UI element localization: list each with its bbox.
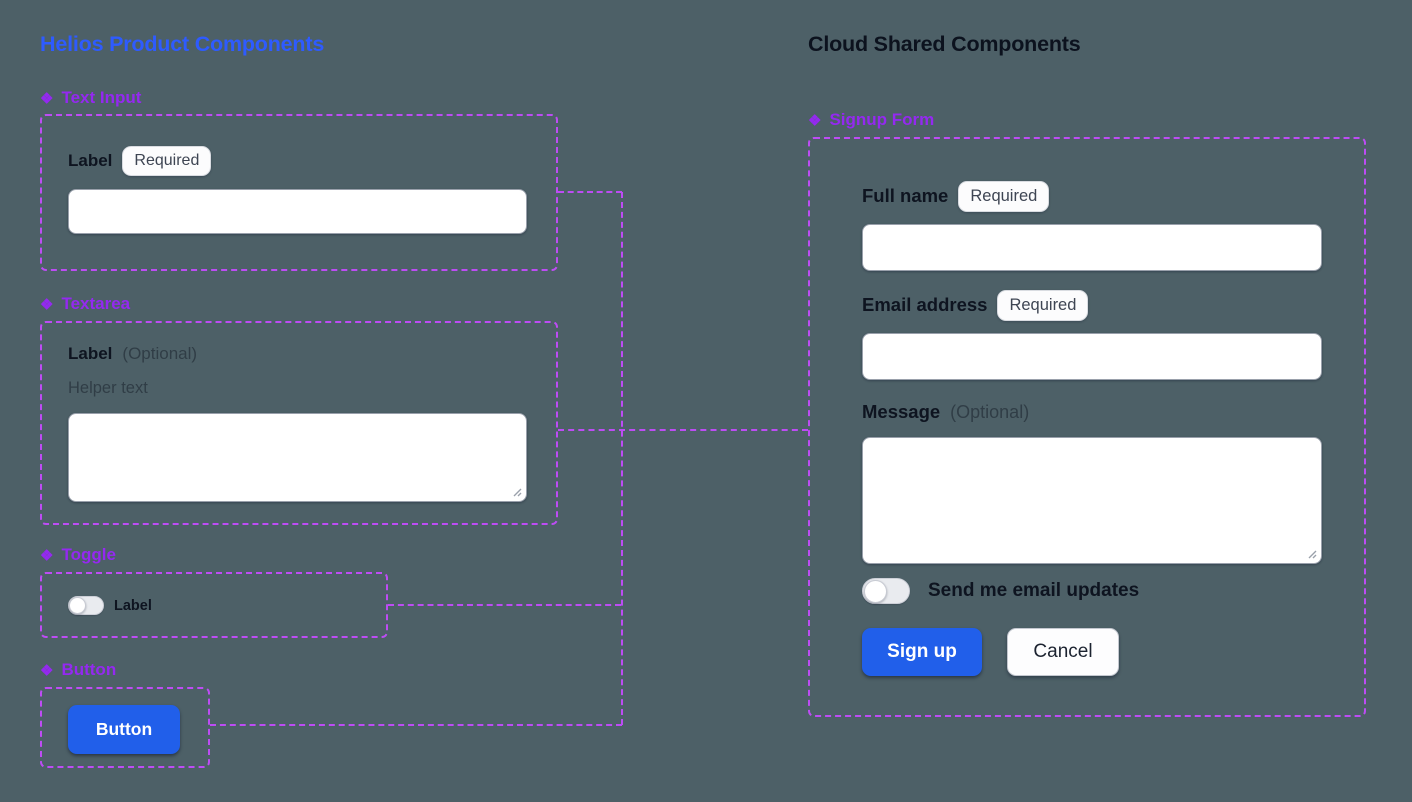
cancel-button[interactable]: Cancel bbox=[1007, 628, 1119, 676]
signup-form-frame: Full name Required Email address Require… bbox=[808, 137, 1366, 717]
helper-text: Helper text bbox=[68, 379, 148, 397]
component-header-label: Toggle bbox=[61, 545, 116, 564]
connector-textarea bbox=[558, 429, 808, 431]
component-header-button: ❖ Button bbox=[40, 660, 116, 680]
component-header-toggle: ❖ Toggle bbox=[40, 545, 116, 565]
textarea-field[interactable] bbox=[68, 413, 527, 502]
toggle-knob bbox=[69, 597, 86, 614]
toggle-row: Label bbox=[68, 596, 152, 615]
email-updates-toggle[interactable] bbox=[862, 578, 910, 604]
component-header-text-input: ❖ Text Input bbox=[40, 88, 141, 108]
text-input-label: Label bbox=[68, 151, 113, 170]
helios-section-title: Helios Product Components bbox=[40, 32, 325, 56]
connector-toggle bbox=[388, 604, 621, 606]
component-header-label: Signup Form bbox=[829, 110, 935, 129]
component-diamond-icon: ❖ bbox=[40, 547, 54, 564]
textarea-label: Label bbox=[68, 344, 113, 363]
email-updates-label: Send me email updates bbox=[928, 580, 1140, 601]
component-diamond-icon: ❖ bbox=[808, 112, 822, 129]
email-label-row: Email address Required bbox=[862, 290, 1089, 321]
optional-hint: (Optional) bbox=[122, 344, 198, 363]
connector-button bbox=[210, 724, 622, 726]
email-input[interactable] bbox=[862, 333, 1322, 380]
component-header-label: Text Input bbox=[61, 88, 142, 107]
email-updates-row: Send me email updates bbox=[862, 578, 1139, 604]
form-actions-row: Sign up Cancel bbox=[862, 628, 1119, 676]
connector-text-input bbox=[558, 191, 622, 193]
textarea-label-row: Label (Optional) bbox=[68, 344, 197, 364]
resize-handle-icon[interactable] bbox=[1305, 547, 1317, 559]
toggle-component-frame: Label bbox=[40, 572, 388, 638]
full-name-input[interactable] bbox=[862, 224, 1322, 271]
component-diamond-icon: ❖ bbox=[40, 662, 54, 679]
required-badge: Required bbox=[122, 146, 212, 176]
connector-trunk bbox=[621, 192, 623, 725]
email-label: Email address bbox=[862, 294, 988, 316]
message-label: Message bbox=[862, 401, 941, 422]
textarea-wrap bbox=[68, 413, 527, 502]
component-header-signup-form: ❖ Signup Form bbox=[808, 110, 934, 130]
full-name-label: Full name bbox=[862, 185, 949, 207]
message-textarea-wrap bbox=[862, 437, 1322, 564]
sign-up-button[interactable]: Sign up bbox=[862, 628, 982, 676]
component-header-label: Textarea bbox=[61, 294, 131, 313]
text-input-label-row: Label Required bbox=[68, 146, 212, 176]
full-name-label-row: Full name Required bbox=[862, 181, 1050, 212]
text-input-component-frame: Label Required bbox=[40, 114, 558, 271]
required-badge: Required bbox=[958, 181, 1050, 212]
sample-button[interactable]: Button bbox=[68, 705, 180, 754]
toggle-label: Label bbox=[114, 597, 152, 614]
message-label-row: Message (Optional) bbox=[862, 401, 1029, 423]
button-component-frame: Button bbox=[40, 687, 210, 768]
toggle-switch[interactable] bbox=[68, 596, 104, 615]
component-diamond-icon: ❖ bbox=[40, 90, 54, 107]
text-input-field[interactable] bbox=[68, 189, 527, 234]
cloud-section-title: Cloud Shared Components bbox=[808, 32, 1081, 56]
message-textarea[interactable] bbox=[862, 437, 1322, 564]
required-badge: Required bbox=[997, 290, 1089, 321]
optional-hint: (Optional) bbox=[950, 401, 1030, 422]
toggle-knob bbox=[864, 579, 887, 603]
component-header-textarea: ❖ Textarea bbox=[40, 294, 130, 314]
component-diamond-icon: ❖ bbox=[40, 296, 54, 313]
textarea-component-frame: Label (Optional) Helper text bbox=[40, 321, 558, 525]
component-header-label: Button bbox=[61, 660, 117, 679]
resize-handle-icon[interactable] bbox=[510, 485, 522, 497]
